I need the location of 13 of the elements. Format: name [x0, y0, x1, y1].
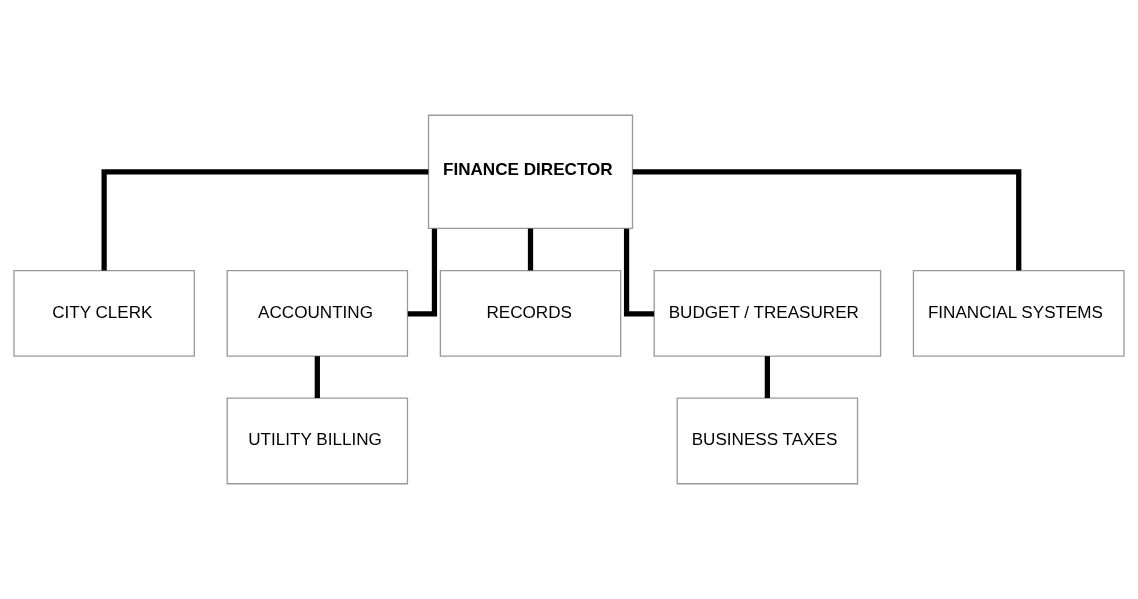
node-box: ACCOUNTING [226, 269, 409, 357]
node-box: RECORDS [439, 269, 622, 357]
node-box: UTILITY BILLING [226, 397, 409, 485]
connector [764, 356, 770, 398]
node-box: FINANCE DIRECTOR [427, 114, 634, 230]
connector [632, 169, 1022, 271]
node-box: BUDGET / TREASURER [653, 269, 882, 357]
connector [101, 169, 429, 271]
connector [527, 228, 534, 271]
node-box: FINANCIAL SYSTEMS [912, 269, 1125, 357]
node-box: BUSINESS TAXES [676, 397, 859, 485]
connector [314, 356, 320, 398]
node-box: CITY CLERK [13, 269, 195, 357]
